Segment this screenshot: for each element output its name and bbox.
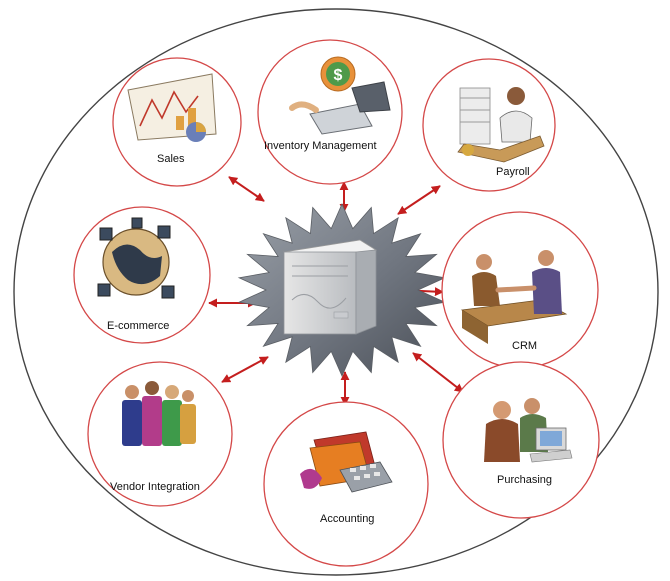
arrow-payroll: [397, 185, 441, 215]
module-label-vendor: Vendor Integration: [110, 481, 200, 493]
arrow-purchasing: [412, 352, 464, 393]
server-tower-icon: [282, 239, 378, 335]
dollar-laptop-icon: $: [289, 56, 391, 135]
svg-text:$: $: [334, 67, 343, 84]
arrow-vendor: [221, 356, 269, 383]
hub: [237, 203, 447, 377]
module-vendor: Vendor Integration: [87, 361, 233, 507]
connector-arrows: [208, 176, 464, 406]
module-ecommerce: E-commerce: [73, 206, 211, 344]
module-label-accounting: Accounting: [320, 513, 374, 525]
module-label-crm: CRM: [512, 340, 537, 352]
globe-network-icon: [97, 217, 175, 299]
module-label-purchasing: Purchasing: [497, 474, 552, 486]
business-people-icon: [122, 381, 196, 446]
module-sales: Sales: [112, 57, 242, 187]
module-inventory: $ Inventory Management: [257, 39, 403, 185]
sales-chart-icon: [127, 73, 217, 142]
module-purchasing: Purchasing: [442, 361, 600, 519]
module-label-sales: Sales: [157, 153, 185, 165]
module-label-payroll: Payroll: [496, 166, 530, 178]
businessmen-computer-icon: [484, 398, 573, 463]
payroll-clerk-icon: [457, 87, 545, 163]
module-crm: CRM: [441, 211, 599, 369]
module-payroll: Payroll: [422, 58, 556, 192]
calculator-folder-icon: [300, 431, 393, 493]
module-label-inventory: Inventory Management: [264, 140, 377, 152]
arrow-sales: [228, 176, 265, 202]
module-accounting: Accounting: [263, 401, 429, 567]
module-label-ecommerce: E-commerce: [107, 320, 169, 332]
handshake-icon: [460, 250, 568, 344]
